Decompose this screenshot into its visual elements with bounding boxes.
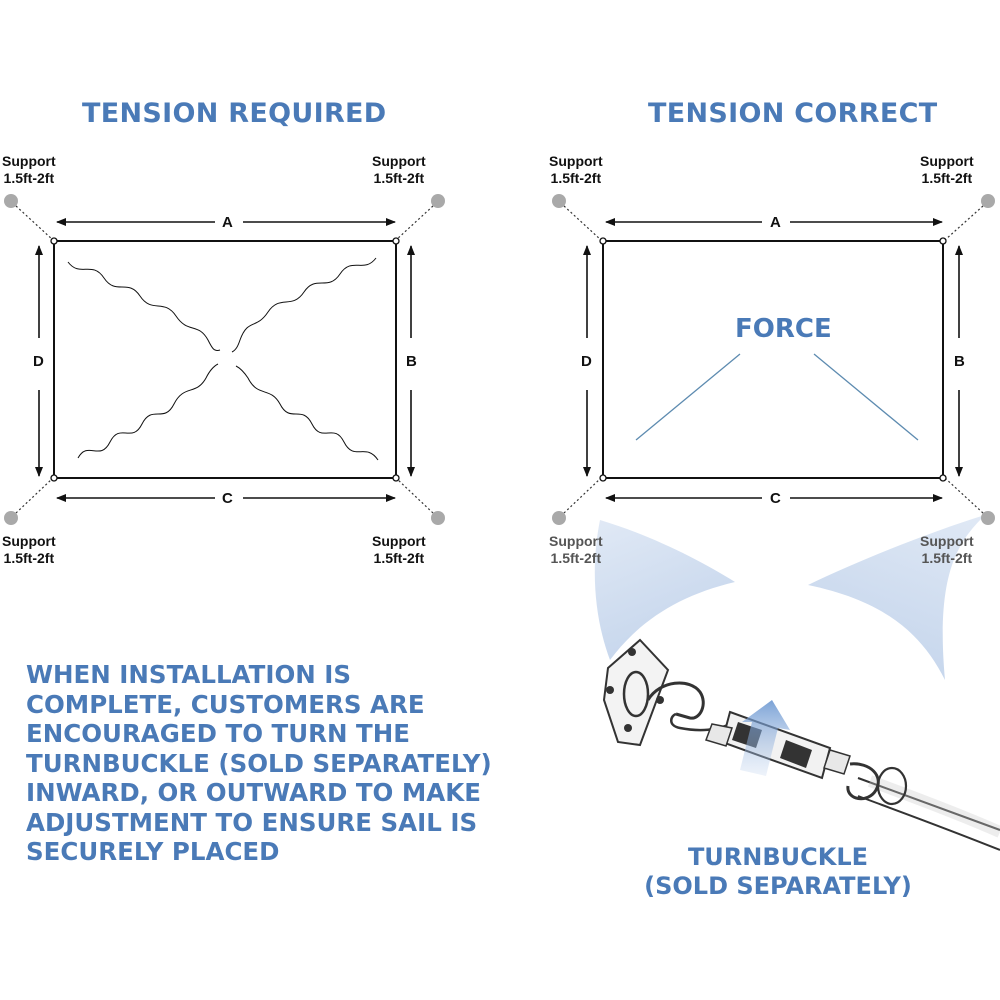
corner-ring [50,474,58,482]
sail-wrinkles [67,257,379,461]
force-label: FORCE [735,314,832,344]
cable [857,777,1000,831]
instruction-line: COMPLETE, CUSTOMERS ARE [26,689,425,719]
instruction-line: SECURELY PLACED [26,837,280,866]
screw [606,686,614,694]
left-sail-diagram [4,194,445,525]
support-post-top-right [431,194,445,208]
turnbuckle-illustration [602,638,1000,851]
instruction-line: ENCOURAGED TO TURN THE [26,719,411,748]
highlight-beam-right [808,515,985,680]
dim-label-a: A [770,214,781,231]
screw [628,648,636,656]
support-post-top-left [4,194,18,208]
support-post-bottom-left [552,511,566,525]
support-post-top-right [981,194,995,208]
tie-lines [15,205,434,514]
corner-ring [939,474,947,482]
force-line-right [813,353,919,441]
dimension-arrows [35,218,415,502]
tie-lines [563,205,984,514]
caption-line-2: (SOLD SEPARATELY) [644,872,912,900]
dim-label-c: C [222,490,233,507]
corner-ring [392,237,400,245]
corner-ring [599,474,607,482]
screw [624,724,632,732]
left-title: TENSION REQUIRED [82,98,387,129]
corner-ring [392,474,400,482]
support-post-top-left [552,194,566,208]
instruction-line: WHEN INSTALLATION IS [26,660,352,689]
support-post-bottom-right [431,511,445,525]
force-line-left [635,353,741,441]
caption-line-1: TURNBUCKLE [687,843,869,871]
turnbuckle-caption: TURNBUCKLE (SOLD SEPARATELY) [640,843,916,901]
right-sail-diagram [552,194,995,680]
installation-instructions: WHEN INSTALLATION IS COMPLETE, CUSTOMERS… [26,660,586,867]
right-hook [846,762,880,801]
sail-outline [53,240,397,479]
sail-outline [602,240,944,479]
corner-ring [599,237,607,245]
dim-label-b: B [406,353,417,370]
right-title: TENSION CORRECT [648,98,938,129]
pad-eye-plate [602,638,670,747]
corner-ring [50,237,58,245]
dim-label-a: A [222,214,233,231]
instruction-line: INWARD, OR OUTWARD TO MAKE [26,778,481,807]
dimension-arrows [583,218,963,502]
left-hook [646,681,705,720]
pad-eye-ring [622,670,650,718]
dim-label-d: D [581,353,592,370]
instruction-line: TURNBUCKLE (SOLD SEPARATELY) [26,748,492,778]
dim-label-c: C [770,490,781,507]
rotation-arrow [740,700,790,776]
support-post-bottom-right [981,511,995,525]
dim-label-b: B [954,353,965,370]
highlight-beam-left [594,520,735,660]
dim-label-d: D [33,353,44,370]
corner-ring [939,237,947,245]
instruction-line: ADJUSTMENT TO ENSURE SAIL IS [26,807,478,837]
support-post-bottom-left [4,511,18,525]
screw [656,696,664,704]
